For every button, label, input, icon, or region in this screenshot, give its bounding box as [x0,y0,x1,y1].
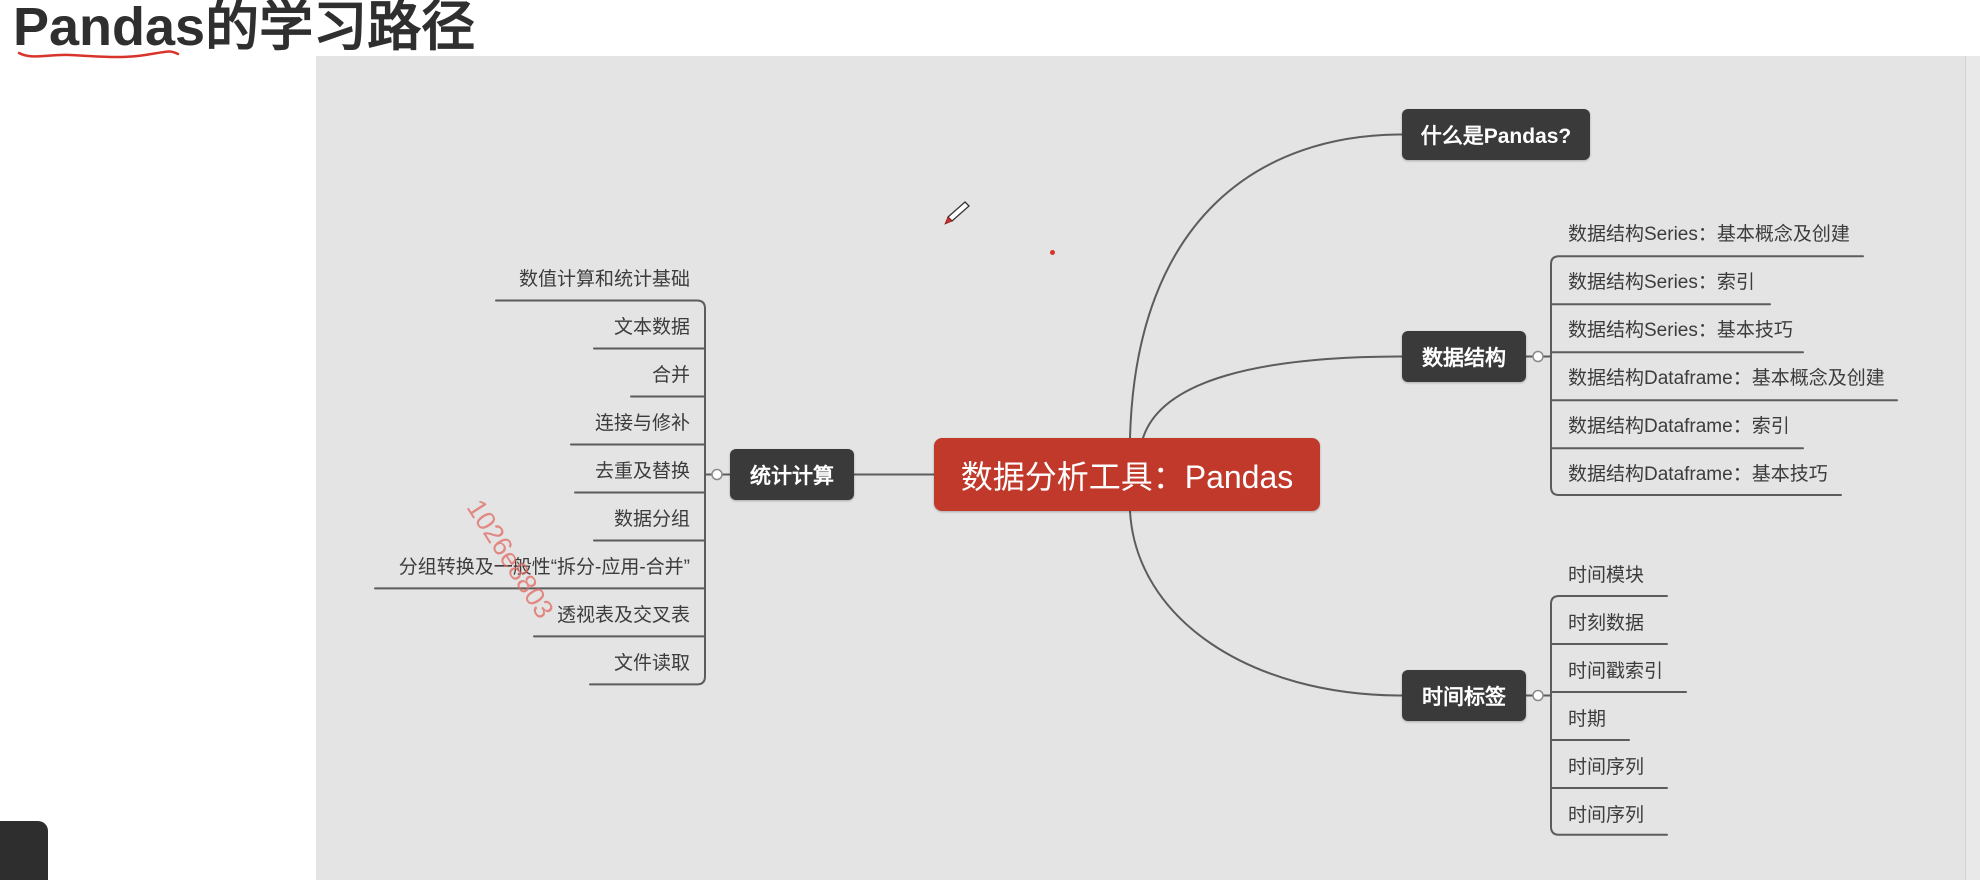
subtopic-data-structure-item[interactable]: 数据结构Series：索引 [1568,272,1755,293]
connector-group [374,133,1898,836]
subtopic-time-item[interactable]: 时间戳索引 [1568,661,1664,682]
topic-time[interactable]: 时间标签 [1402,670,1526,721]
subtopic-data-structure-item[interactable]: 数据结构Dataframe：索引 [1568,416,1790,437]
subtopic-stats-item[interactable]: 数值计算和统计基础 [518,269,690,290]
subtopic-stats-item[interactable]: 合并 [651,365,690,386]
subtopic-time-item[interactable]: 时刻数据 [1568,613,1645,634]
connector-center-to-data-structures [1142,355,1403,439]
data-structures-bracket [1550,255,1864,496]
canvas-edge-strip [1966,56,1980,880]
subtopic-stats-item[interactable]: 透视表及交叉表 [556,605,690,626]
subtopic-stats-item[interactable]: 文件读取 [613,653,690,674]
canvas-edge-line [1965,56,1966,880]
subtopic-data-structure-item[interactable]: 数据结构Dataframe：基本技巧 [1568,464,1828,485]
annotation-dot [1050,250,1055,255]
subtopic-data-structure-item[interactable]: 数据结构Dataframe：基本概念及创建 [1568,368,1885,389]
subtopic-stats-item[interactable]: 数据分组 [613,509,690,530]
collapse-toggle-icon[interactable] [711,468,723,481]
red-pen-underline [17,50,180,59]
topic-what-is-pandas[interactable]: 什么是Pandas? [1402,109,1590,160]
subtopic-time-item[interactable]: 时间模块 [1568,565,1645,586]
central-topic[interactable]: 数据分析工具：Pandas [934,438,1320,511]
subtopic-data-structure-item[interactable]: 数据结构Series：基本技巧 [1568,320,1793,341]
time-bracket [1550,595,1668,836]
subtopic-stats-item[interactable]: 去重及替换 [594,461,690,482]
subtopic-stats-item[interactable]: 分组转换及一般性“拆分-应用-合并” [398,557,690,578]
subtopic-stats-item[interactable]: 文本数据 [613,317,690,338]
connector-center-to-what-is [1129,133,1403,439]
subtopic-time-item[interactable]: 时期 [1568,709,1607,730]
pen-cursor-icon [944,201,970,225]
subtopic-time-item[interactable]: 时间序列 [1568,757,1645,778]
corner-overlay [0,821,48,880]
connector-center-to-time [1129,510,1403,697]
subtopic-stats-item[interactable]: 连接与修补 [594,413,690,434]
topic-stats[interactable]: 统计计算 [730,449,854,500]
topic-data-structures[interactable]: 数据结构 [1402,331,1526,382]
subtopic-data-structure-item[interactable]: 数据结构Series：基本概念及创建 [1568,224,1850,245]
subtopic-time-item[interactable]: 时间序列 [1568,805,1645,826]
collapse-toggle-icon[interactable] [1532,350,1544,363]
collapse-toggle-icon[interactable] [1532,689,1544,702]
page-title: Pandas的学习路径 [13,0,476,57]
